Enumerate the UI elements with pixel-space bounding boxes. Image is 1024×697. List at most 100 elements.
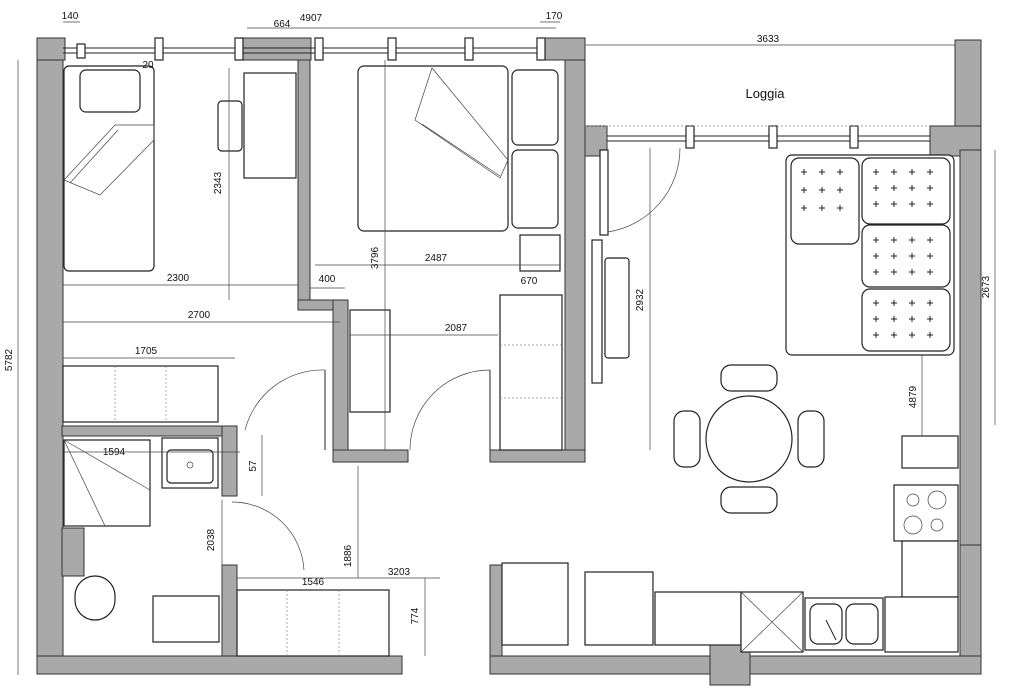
kitchen-cabinet <box>654 591 742 646</box>
dim-label: 3203 <box>388 567 411 578</box>
sofa-stud <box>891 253 897 259</box>
bed-pillow <box>79 69 141 113</box>
pillow-right <box>511 69 559 146</box>
wall-right <box>959 149 982 546</box>
wall-kitchen-left <box>489 564 503 657</box>
fridge <box>584 571 654 646</box>
kitchen-corner <box>884 596 959 653</box>
sofa-stud <box>837 169 843 175</box>
dim-label: 774 <box>410 607 421 624</box>
desk-chair <box>217 100 243 152</box>
sofa-stud <box>873 237 879 243</box>
sofa-stud <box>891 269 897 275</box>
dim-label: 1705 <box>135 346 158 357</box>
sofa-stud <box>927 269 933 275</box>
dim-label: 57 <box>248 460 259 472</box>
door-swing-bedroom-1 <box>244 369 326 431</box>
wall-bathroom-niche <box>61 527 85 577</box>
bedroom-1 <box>62 65 326 450</box>
sofa-stud <box>891 316 897 322</box>
nightstand <box>519 234 561 272</box>
dim-label: 20 <box>142 60 154 71</box>
window-mullion <box>314 37 324 61</box>
window-mullion <box>849 125 859 149</box>
room-label-loggia: Loggia <box>745 86 785 101</box>
sofa-stud <box>927 169 933 175</box>
sofa-stud <box>927 237 933 243</box>
tv-unit <box>591 239 603 384</box>
wall-bathroom-right <box>221 425 238 497</box>
dim-label: 2673 <box>981 275 992 298</box>
dim-label: 140 <box>62 11 79 22</box>
window-mullion <box>234 37 244 61</box>
dimension-lines <box>17 21 996 675</box>
dim-label: 2932 <box>635 288 646 311</box>
sofa-stud <box>873 316 879 322</box>
dim-label: 4879 <box>908 385 919 408</box>
sofa-stud <box>927 316 933 322</box>
pillow-right-2 <box>511 149 559 229</box>
dim-label: 1594 <box>103 447 126 458</box>
sofa-stud <box>891 300 897 306</box>
wall-bedrooms-divider <box>297 59 311 311</box>
door-swing-bedroom-2 <box>409 369 491 451</box>
sofa-cushion <box>861 288 951 352</box>
sofa-stud <box>909 269 915 275</box>
dim-label: 2343 <box>213 171 224 194</box>
dimension-labels: 140 664 4907 170 3633 5782 20 2343 2300 … <box>4 11 992 624</box>
wall-bedroom2-bottom <box>489 449 586 463</box>
sofa-stud <box>909 201 915 207</box>
sofa-stud <box>873 201 879 207</box>
single-bed <box>63 65 155 272</box>
wall-hall-left <box>332 299 349 461</box>
double-bed <box>357 65 509 232</box>
dining-chair <box>673 410 701 468</box>
sofa-stud <box>891 201 897 207</box>
sofa-stud <box>927 201 933 207</box>
sofa-stud <box>909 332 915 338</box>
sofa-stud <box>801 205 807 211</box>
door-swing-balcony <box>607 147 681 233</box>
dim-label: 400 <box>319 274 336 285</box>
sofa-cushion <box>861 157 951 225</box>
dim-label: 2038 <box>206 528 217 551</box>
sofa-stud <box>819 169 825 175</box>
sofa-stud <box>891 332 897 338</box>
sofa-stud <box>837 205 843 211</box>
wardrobe-bedroom-1 <box>62 365 219 423</box>
dim-label: 664 <box>274 19 291 30</box>
dining-chair <box>720 486 778 514</box>
dim-label: 3633 <box>757 34 780 45</box>
dim-label: 670 <box>521 276 538 287</box>
bathroom <box>63 437 390 657</box>
dim-label: 2087 <box>445 323 468 334</box>
wall-left <box>36 37 64 657</box>
blanket-fold <box>414 67 509 179</box>
sofa-stud <box>891 169 897 175</box>
window-top <box>63 37 546 61</box>
dim-label: 2487 <box>425 253 448 264</box>
walls <box>36 37 982 686</box>
dining-chair <box>797 410 825 468</box>
sofa-stud <box>909 316 915 322</box>
sofa-stud <box>837 187 843 193</box>
wardrobe-bedroom-2 <box>499 294 563 451</box>
tv <box>604 257 630 359</box>
dim-label: 2700 <box>188 310 211 321</box>
bedroom-2 <box>349 65 563 451</box>
sofa-stud <box>873 253 879 259</box>
shower <box>63 439 151 527</box>
wall-bathroom-right-lower <box>221 564 238 657</box>
window-loggia <box>585 125 930 149</box>
hall-cabinet <box>501 562 569 646</box>
window-mullion <box>536 37 546 61</box>
sofa-stud <box>891 237 897 243</box>
sofa-stud <box>927 332 933 338</box>
sofa-stud <box>819 205 825 211</box>
hall-wardrobe <box>236 589 390 657</box>
wall-top-right-cap <box>544 37 586 61</box>
washing-machine <box>152 595 220 643</box>
dim-label: 1546 <box>302 577 325 588</box>
